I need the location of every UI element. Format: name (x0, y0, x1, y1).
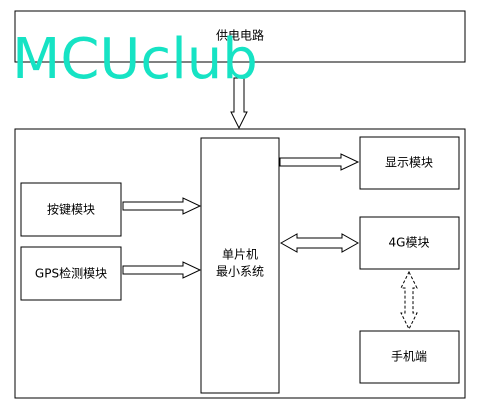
gps-module-label: GPS检测模块 (35, 266, 107, 281)
power-supply-label: 供电电路 (216, 28, 264, 43)
keys-module-box (20, 182, 122, 237)
4g-module-label: 4G模块 (389, 236, 430, 250)
power-to-mcu-arrow (230, 77, 248, 130)
mcu-label-line1: 单片机 (222, 248, 258, 262)
keys-to-mcu-arrow (122, 197, 202, 215)
gps-module-box (20, 246, 122, 301)
4g-phone-dashed-arrow (400, 270, 418, 331)
keys-module-label: 按键模块 (47, 203, 95, 217)
display-module-box (359, 136, 460, 190)
gps-to-mcu-arrow (122, 261, 202, 279)
mcu-box (200, 137, 280, 394)
phone-terminal-label: 手机端 (391, 350, 427, 364)
4g-module-box (359, 216, 460, 270)
mcu-4g-bidirectional-arrow (279, 233, 360, 253)
power-supply-box (14, 10, 466, 63)
watermark-logo: MCUclub (12, 27, 258, 92)
display-module-label: 显示模块 (385, 156, 433, 170)
mcu-label-line2: 最小系统 (216, 265, 264, 279)
mcu-to-display-arrow (279, 153, 360, 171)
phone-terminal-box (359, 330, 460, 384)
